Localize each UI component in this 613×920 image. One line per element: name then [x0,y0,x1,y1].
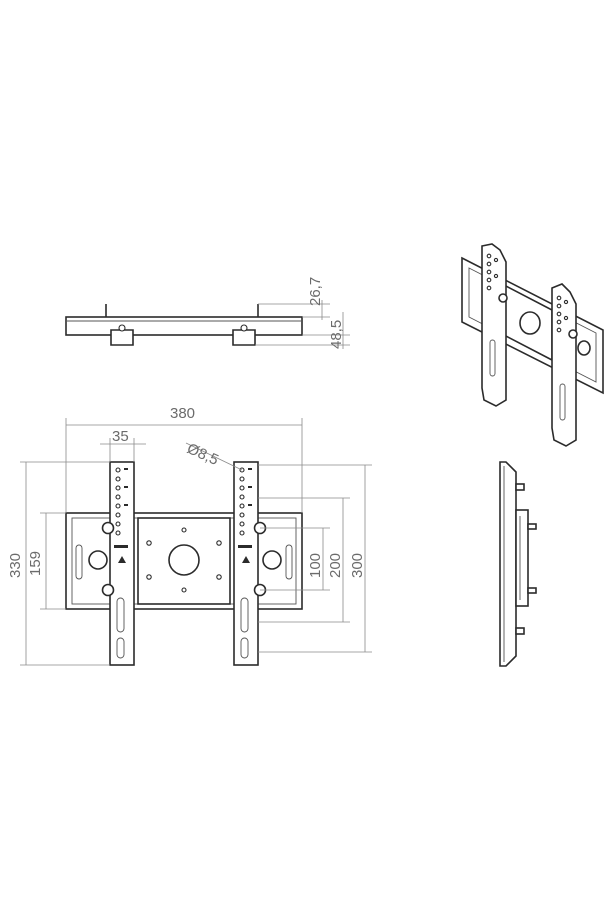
rail-mark [124,504,128,506]
side-view-stud [515,483,525,491]
rail-hole [115,512,121,518]
side-view-stud [515,627,525,635]
vesa-hole [146,574,152,580]
side-view-plate [499,461,517,667]
rail-hole [239,503,245,509]
dim-label-plate-height: 159 [27,551,44,576]
dim-label-depth-bottom: 48,5 [328,320,345,349]
iso-rail-hole [556,327,562,333]
iso-rail-left [481,243,507,407]
plate-slot-left [75,544,83,580]
iso-rail-hole [486,285,492,291]
dim-label-depth-top: 26,7 [307,277,324,306]
top-view-clamp-right [232,329,256,346]
side-view-stud [527,523,537,530]
rail-left [109,461,135,666]
iso-rail-hole [493,273,499,279]
dim-label-hole-diameter: Ø8,5 [184,440,221,469]
top-view: 26,7 48,5 [65,277,350,349]
iso-center-hole [519,311,541,335]
rail-mark [248,486,252,488]
rail-hole [115,521,121,527]
iso-plate-hole [577,340,591,356]
rail-hole [115,503,121,509]
iso-rail-hole [486,269,492,275]
iso-rail-hole [486,277,492,283]
rail-hole [239,485,245,491]
rail-label-mark [238,545,252,548]
dim-leader [185,442,243,471]
iso-rail-hole [486,253,492,259]
rail-hole [239,512,245,518]
front-view: 380 35 Ø8,5 330 159 100 200 300 [7,405,372,666]
iso-rail-right [551,283,577,447]
center-hole [168,544,200,576]
side-view-stud [527,587,537,594]
rail-hole [115,494,121,500]
plate-slot-right [285,544,293,580]
rail-clamp-knob [101,521,115,535]
top-view-clamp-left-hole [118,324,126,332]
dim-label-vesa-100: 100 [307,553,324,578]
rail-mark [248,504,252,506]
rail-slot-left [116,597,125,633]
iso-rail-hole [556,311,562,317]
dim-label-vesa-300: 300 [349,553,366,578]
rail-hole [115,467,121,473]
rail-hole [239,494,245,500]
vesa-hole [146,540,152,546]
rail-hole [239,521,245,527]
rail-clamp-knob [101,583,115,597]
warning-icon [118,556,126,563]
vesa-hole [216,574,222,580]
side-view [499,461,537,667]
isometric-view [461,243,604,447]
iso-rail-hole [493,257,499,263]
plate-hole-right [262,550,282,570]
rail-right [233,461,259,666]
iso-rail-slot [489,339,496,377]
rail-hole [239,530,245,536]
top-view-plate [65,316,303,336]
warning-icon [242,556,250,563]
rail-mark [248,468,252,470]
vesa-hole [181,587,187,593]
rail-hole [115,485,121,491]
rail-mark [124,486,128,488]
plate-hole-left [88,550,108,570]
side-view-bracket [515,509,529,607]
iso-rail-hole [556,303,562,309]
iso-rail-hole [563,315,569,321]
dim-label-vesa-200: 200 [327,553,344,578]
iso-clamp-knob [498,293,508,303]
vesa-hole [181,527,187,533]
rail-hole [115,476,121,482]
dim-label-rail-width: 35 [112,428,129,445]
top-view-clamp-left [110,329,134,346]
iso-rail-hole [556,295,562,301]
rail-hole [239,476,245,482]
rail-hole [115,530,121,536]
rail-slot-right [240,597,249,633]
iso-rail-hole [486,261,492,267]
iso-clamp-knob [568,329,578,339]
rail-label-mark [114,545,128,548]
dim-label-height-total: 330 [7,553,24,578]
dim-label-width-total: 380 [170,405,195,422]
iso-rail-hole [563,299,569,305]
top-view-clamp-right-hole [240,324,248,332]
vesa-hole [216,540,222,546]
iso-rail-slot [559,383,566,421]
iso-rail-hole [556,319,562,325]
rail-slot-left-low [116,637,125,659]
rail-mark [124,468,128,470]
rail-slot-right-low [240,637,249,659]
